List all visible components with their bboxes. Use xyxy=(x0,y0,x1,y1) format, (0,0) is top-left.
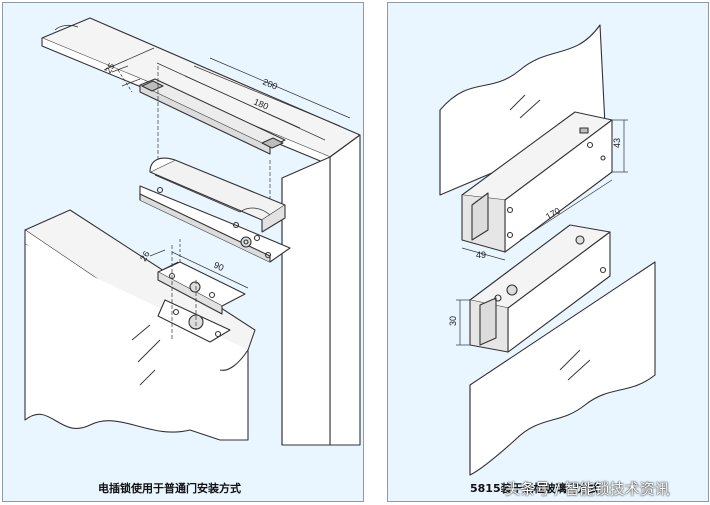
lower-strike-bracket xyxy=(469,224,611,353)
mortise-slot xyxy=(139,78,286,155)
door-frame-header xyxy=(41,17,361,166)
electric-bolt-lock-body xyxy=(139,157,291,263)
door-leaf xyxy=(24,209,256,441)
dimension-lines-lower xyxy=(456,299,470,346)
dim-label-43: 43 xyxy=(612,138,622,148)
dim-label-30: 30 xyxy=(448,316,458,326)
lower-glass-panel xyxy=(469,261,656,476)
dimension-lines-strike xyxy=(149,238,249,340)
dim-label-90: 90 xyxy=(212,260,225,273)
right-panel-caption: 5815装于无框玻璃门方式 xyxy=(470,482,600,495)
dim-label-200: 200 xyxy=(261,77,279,92)
upper-glass-panel xyxy=(439,24,606,196)
dimension-lines-upper xyxy=(461,119,628,261)
dim-label-26: 26 xyxy=(138,249,152,263)
door-frame-jamb xyxy=(281,134,361,446)
dim-label-49: 49 xyxy=(476,250,486,260)
upper-lock-bracket xyxy=(461,111,613,253)
left-panel-caption: 电插锁使用于普通门安装方式 xyxy=(98,482,241,495)
dimension-labels: 200 180 25 26 90 43 170 49 30 xyxy=(103,61,622,326)
watermark-text: 头条号 / 智能锁技术资讯 xyxy=(505,480,670,498)
dim-label-25: 25 xyxy=(103,61,117,75)
